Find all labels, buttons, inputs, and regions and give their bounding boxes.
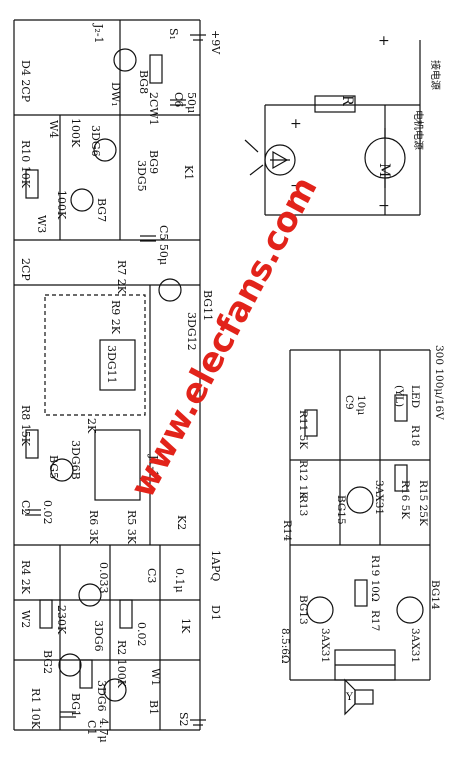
speaker-label: Y: [345, 691, 354, 703]
r19-label: R19 10Ω: [369, 555, 381, 602]
dg6c-label: 3DG6: [92, 620, 105, 652]
bg11-label: BG11: [201, 290, 214, 321]
r17-label: R17: [369, 610, 381, 631]
motor-power-label: 电机电源: [412, 110, 425, 150]
watermark: www.elecfans.com: [123, 170, 326, 504]
s1-label: S₁: [167, 28, 180, 40]
motor-r-label: R: [339, 95, 355, 106]
k100b-label: 100K: [55, 190, 68, 220]
r8-label: R8 15K: [19, 405, 32, 447]
c2-label: C2: [19, 500, 32, 515]
w2-label: W2: [19, 610, 32, 628]
r5-label: R5 3K: [125, 510, 138, 545]
r11-label: R11 5K: [297, 410, 309, 449]
c1-value: 4.7μ: [97, 718, 110, 743]
c3-label: C3: [145, 568, 158, 583]
motor-m-label: M: [376, 163, 392, 177]
r14-label: R14: [281, 520, 293, 542]
k1b-label: 1K: [179, 618, 192, 634]
supply-label: +9V: [209, 30, 222, 55]
vcap-label: 300 100μ/16V: [433, 345, 445, 420]
motor-source-label: 接电源: [429, 60, 442, 90]
bg7-label: BG7: [95, 198, 108, 222]
cp2-label: 2CP: [19, 258, 32, 281]
b1-label: B1: [147, 700, 160, 715]
bg9-label: BG9: [147, 150, 160, 174]
dg6b-label: 3DG6B: [69, 440, 82, 480]
d1-label: D1: [209, 605, 222, 621]
bg2-label: BG2: [41, 650, 54, 674]
motor-minus: −: [378, 198, 390, 214]
r10-label: R10 10K: [19, 140, 32, 189]
w3-label: W3: [35, 215, 48, 233]
bg8-label: BG8: [137, 70, 150, 94]
r6-label: R6 3K: [87, 510, 100, 545]
c4-label: 0.033: [97, 562, 110, 594]
bg13-label: BG13: [297, 595, 309, 625]
ax31b-label: 3AX31: [319, 628, 331, 663]
cw1-label: 2CW1: [147, 92, 160, 126]
d4-label: D4 2CP: [19, 60, 32, 103]
imp-label: 8.5:6Ω: [279, 628, 291, 664]
k2b-label: K2: [175, 515, 188, 530]
r15-label: R15 25K: [417, 480, 429, 526]
motor-led-minus: −: [290, 178, 302, 194]
r12-label: R12 1K: [297, 460, 309, 499]
k1-label: K1: [182, 165, 195, 180]
dg6d-label: 3DG6: [95, 680, 108, 712]
k2-label: 2K: [85, 418, 98, 434]
bg15-label: BG15: [335, 495, 347, 525]
c02-label: 0.02: [135, 622, 148, 647]
r4-label: R4 2K: [19, 560, 32, 595]
j2-label: J₂-1: [92, 23, 105, 44]
motor-led-plus: +: [290, 116, 302, 132]
ax31c-label: 3AX31: [409, 628, 421, 663]
r13-label: R13: [297, 495, 309, 516]
c3-value: 0.1μ: [173, 568, 186, 593]
dg11-label: 3DG11: [105, 345, 118, 384]
c6-label: C6: [172, 92, 185, 107]
bg5-label: BG5: [47, 455, 60, 479]
r2-label: R2 100K: [115, 640, 128, 689]
r9-label: R9 2K: [109, 300, 122, 335]
r7-label: R7 2K: [115, 260, 128, 295]
c9-value: 10μ: [355, 395, 367, 415]
dg12-label: 3DG12: [185, 312, 198, 351]
r16-label: R16 5K: [399, 480, 411, 519]
w4-label: W4: [47, 120, 60, 138]
r1-label: R1 10K: [29, 688, 42, 730]
led-label: LED: [409, 385, 421, 408]
ax31-label: 3AX31: [373, 480, 385, 515]
s2-label: S2: [177, 712, 190, 727]
k100-label: 100K: [69, 118, 82, 148]
r3-label: 230K: [55, 605, 68, 635]
j1-label: J1-1: [147, 454, 160, 477]
dg6-label: 3DG6: [89, 125, 102, 157]
c6-value: 50μ: [185, 92, 198, 113]
c9-label: C9: [343, 395, 355, 410]
dg5-label: 3DG5: [135, 160, 148, 192]
c1-label: C1: [85, 720, 98, 735]
dw1-label: DW₁: [109, 82, 122, 107]
w1-label: W1: [149, 668, 162, 686]
bg1-label: BG1: [69, 693, 82, 717]
motor-plus: +: [378, 33, 390, 49]
bg14-label: BG14: [429, 580, 441, 610]
r18-label: R18: [409, 425, 421, 446]
c2-value: 0.02: [41, 500, 54, 525]
yl-label: (YL): [393, 385, 405, 407]
apq-label: 1APQ: [209, 550, 222, 581]
c5-label: C5 50μ: [157, 225, 170, 265]
